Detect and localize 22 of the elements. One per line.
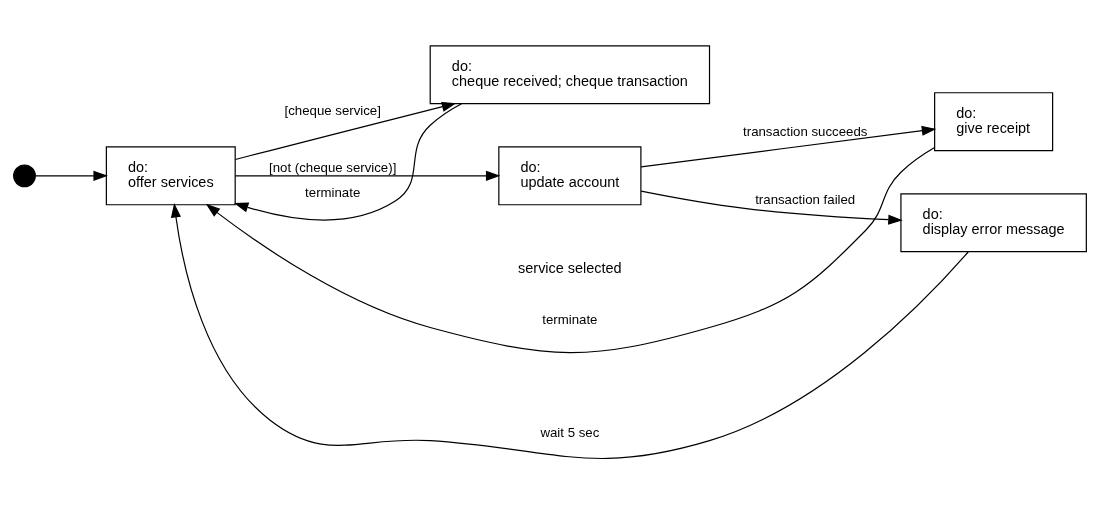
- arrow: [234, 101, 457, 161]
- arrow: [170, 202, 969, 459]
- node-box: do: give receipt: [934, 92, 1054, 152]
- arrow: [234, 170, 501, 181]
- edge-label: [not (cheque service)]: [269, 159, 397, 175]
- arrow: [205, 147, 936, 354]
- node-circle: [13, 164, 36, 188]
- edge-label: terminate: [542, 311, 598, 327]
- node-box: do: display error message: [900, 193, 1087, 253]
- label: service selected: [518, 260, 622, 277]
- edge-label: terminate: [305, 185, 361, 201]
- edge-label: wait 5 sec: [540, 424, 600, 440]
- node-box: do: update account: [498, 146, 642, 206]
- node-box: do: offer services: [105, 146, 236, 206]
- arrow: [640, 190, 903, 225]
- arrow: [35, 170, 108, 181]
- arrow: [233, 103, 463, 221]
- edge-label: [cheque service]: [284, 103, 381, 119]
- node-box: do: cheque received; cheque transaction: [429, 45, 711, 105]
- edge-label: transaction succeeds: [743, 123, 868, 139]
- arrow: [640, 125, 937, 168]
- edge-label: transaction failed: [755, 192, 856, 208]
